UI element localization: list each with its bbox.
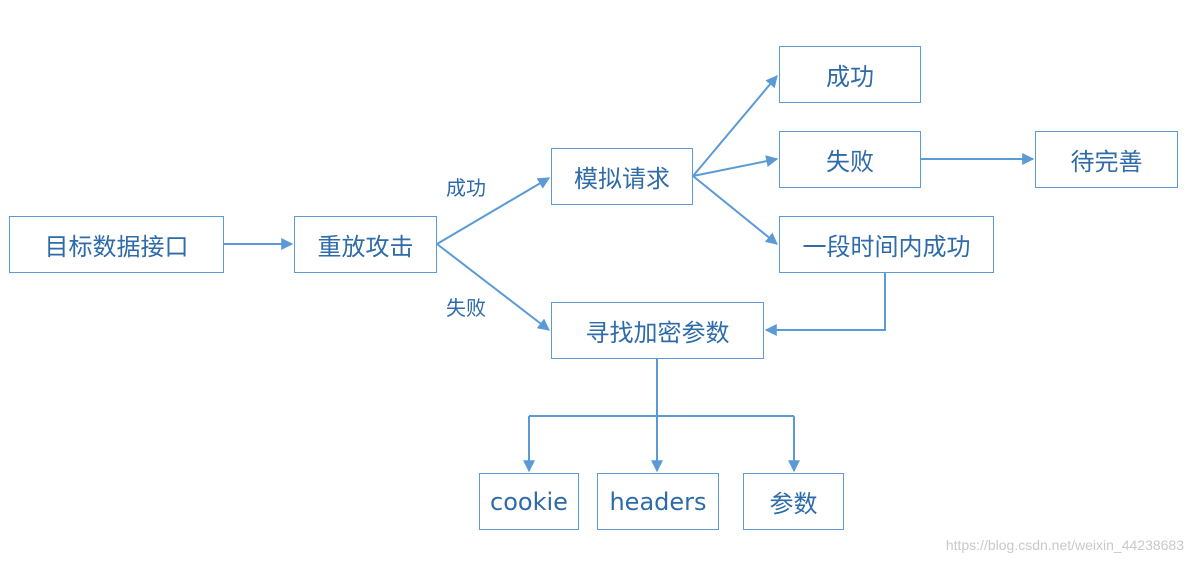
arrow-simulate-to-failure [692,155,779,177]
edge-label-failure: 失败 [446,296,486,320]
node-headers: headers [597,473,719,530]
arrow-replay-to-simulate [436,177,551,245]
arrow-simulate-to-period-success [692,175,778,245]
node-params: 参数 [743,473,844,530]
node-failure: 失败 [779,131,921,188]
node-find-encrypted-params: 寻找加密参数 [551,302,764,359]
node-success-within-period: 一段时间内成功 [779,216,994,273]
arrow-period-success-to-find-params [764,273,886,336]
watermark-url: https://blog.csdn.net/weixin_44238683 [945,537,1184,553]
node-success: 成功 [779,46,921,103]
node-target-data-interface: 目标数据接口 [9,216,224,273]
arrow-simulate-to-success [692,75,778,177]
node-replay-attack: 重放攻击 [294,216,437,273]
node-to-be-improved: 待完善 [1035,131,1178,188]
arrow-replay-to-find-params [436,243,550,331]
edge-label-success: 成功 [446,176,486,200]
node-simulate-request: 模拟请求 [551,148,693,205]
node-cookie: cookie [479,473,579,530]
